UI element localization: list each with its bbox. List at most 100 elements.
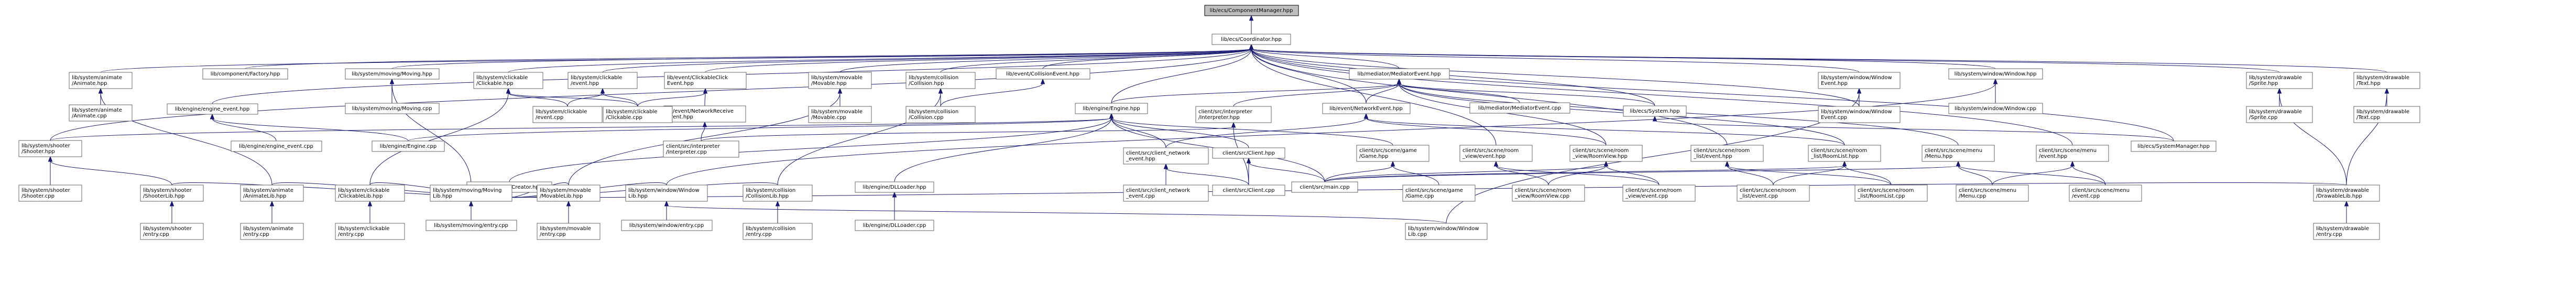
graph-node-evcoll[interactable]: lib/event/CollisionEvent.hpp bbox=[996, 68, 1090, 80]
graph-node-click-cpp[interactable]: lib/system/clickable/Clickable.cpp bbox=[603, 106, 673, 123]
graph-node-anim-entry[interactable]: lib/system/animate/entry.cpp bbox=[240, 223, 304, 240]
graph-node-draw-entry[interactable]: lib/system/drawable/entry.cpp bbox=[2313, 223, 2380, 240]
graph-node-main-cpp[interactable]: client/src/main.cpp bbox=[1291, 181, 1358, 193]
graph-node-rlistev-cpp[interactable]: client/src/scene/room_list/event.cpp bbox=[1737, 185, 1810, 202]
graph-node-interp-hpp[interactable]: client/src/interpreter/Interpreter.hpp bbox=[1195, 106, 1272, 123]
graph-node-system-hpp[interactable]: lib/ecs/System.hpp bbox=[1623, 105, 1687, 117]
graph-node-click-ev-cpp[interactable]: lib/system/clickable/event.cpp bbox=[532, 106, 603, 123]
graph-node-draw-sprite[interactable]: lib/system/drawable/Sprite.hpp bbox=[2246, 72, 2313, 89]
graph-node-game-hpp[interactable]: client/src/scene/game/Game.hpp bbox=[1356, 145, 1429, 162]
edge-arrowhead bbox=[1109, 113, 1114, 119]
dependency-edge bbox=[1548, 165, 1607, 186]
graph-node-colllib[interactable]: lib/system/collision/CollisionLib.hpp bbox=[743, 185, 813, 202]
graph-node-rlist-cpp[interactable]: client/src/scene/room_list/RoomList.cpp bbox=[1854, 185, 1928, 202]
edge-arrowhead bbox=[269, 200, 275, 207]
graph-node-moving-hpp[interactable]: lib/system/moving/Moving.hpp bbox=[345, 68, 440, 80]
graph-node-medev-cpp[interactable]: lib/mediator/MediatorEvent.cpp bbox=[1469, 102, 1570, 114]
node-label-line: /entry.cpp bbox=[2316, 232, 2342, 237]
graph-node-menuev-cpp[interactable]: client/src/scene/menu/event.cpp bbox=[2069, 185, 2142, 202]
graph-node-root: lib/ecs/ComponentManager.hpp bbox=[1204, 5, 1299, 16]
graph-node-movable-hpp[interactable]: lib/system/movable/Movable.hpp bbox=[808, 72, 872, 89]
graph-node-click-hpp[interactable]: lib/system/clickable/Clickable.hpp bbox=[473, 72, 543, 89]
graph-node-clicklib[interactable]: lib/system/clickable/ClickableLib.hpp bbox=[335, 185, 405, 202]
graph-node-roomview-cpp[interactable]: client/src/scene/room_view/RoomView.cpp bbox=[1512, 185, 1585, 202]
node-label-line: /Sprite.cpp bbox=[2249, 115, 2277, 121]
nodes-layer: lib/ecs/ComponentManager.hpp lib/ecs/Coor… bbox=[18, 5, 2420, 240]
graph-node-shooter-hpp[interactable]: lib/system/shooter/Shooter.hpp bbox=[18, 140, 82, 157]
graph-node-client-cpp[interactable]: client/src/Client.cpp bbox=[1212, 185, 1285, 196]
graph-node-engev-cpp[interactable]: lib/engine/engine_event.cpp bbox=[231, 140, 322, 152]
graph-node-coord[interactable]: lib/ecs/Coordinator.hpp bbox=[1211, 34, 1291, 45]
node-box bbox=[1322, 103, 1411, 114]
graph-node-coll-entry[interactable]: lib/system/collision/entry.cpp bbox=[743, 223, 813, 240]
node-label-line: /Menu.cpp bbox=[1959, 193, 1986, 199]
graph-node-moving-cpp[interactable]: lib/system/moving/Moving.cpp bbox=[345, 103, 440, 114]
node-box bbox=[1402, 185, 1476, 202]
graph-node-win-hpp[interactable]: lib/system/window/Window.hpp bbox=[1948, 68, 2043, 80]
graph-node-drawlib[interactable]: lib/system/drawable/DrawableLib.hpp bbox=[2313, 185, 2380, 202]
graph-node-sysmgr[interactable]: lib/ecs/SystemManager.hpp bbox=[2131, 140, 2217, 152]
graph-node-roomev-hpp[interactable]: client/src/scene/room_view/event.hpp bbox=[1459, 145, 1533, 162]
node-box bbox=[167, 103, 258, 115]
graph-node-click-entry[interactable]: lib/system/clickable/entry.cpp bbox=[335, 223, 405, 240]
graph-node-draw-text[interactable]: lib/system/drawable/Text.hpp bbox=[2353, 72, 2420, 89]
graph-node-shooterlib[interactable]: lib/system/shooter/ShooterLib.hpp bbox=[140, 185, 204, 202]
node-label-line: lib/mediator/MediatorEvent.cpp bbox=[1478, 105, 1561, 111]
graph-node-anim-cpp[interactable]: lib/system/animate/Animate.cpp bbox=[69, 104, 133, 122]
node-label-line: /Collision.cpp bbox=[909, 115, 944, 121]
graph-node-menu-hpp[interactable]: client/src/scene/menu/Menu.hpp bbox=[1922, 145, 1995, 162]
graph-node-compfact[interactable]: lib/component/Factory.hpp bbox=[202, 68, 288, 80]
graph-node-roomev-cpp[interactable]: client/src/scene/room_view/event.cpp bbox=[1622, 185, 1696, 202]
graph-node-rlistev-hpp[interactable]: client/src/scene/room_list/event.hpp bbox=[1690, 145, 1764, 162]
node-label-line: lib/system/movable bbox=[811, 109, 863, 115]
node-box bbox=[1212, 185, 1285, 196]
graph-node-clickev-hpp[interactable]: lib/system/clickable/event.hpp bbox=[567, 72, 638, 89]
graph-node-menuev-hpp[interactable]: client/src/scene/menu/event.hpp bbox=[2036, 145, 2109, 162]
graph-node-coll-hpp[interactable]: lib/system/collision/Collision.hpp bbox=[905, 72, 976, 89]
graph-node-movable-cpp[interactable]: lib/system/movable/Movable.cpp bbox=[808, 106, 872, 123]
node-box bbox=[743, 223, 813, 240]
graph-node-engine-hpp[interactable]: lib/engine/Engine.hpp bbox=[1075, 103, 1148, 114]
graph-node-cnetev-cpp[interactable]: client/src/client_network_event.cpp bbox=[1123, 185, 1209, 202]
node-label-line: lib/system/animate bbox=[72, 75, 122, 81]
graph-node-coll-cpp[interactable]: lib/system/collision/Collision.cpp bbox=[905, 106, 976, 123]
graph-node-win-cpp[interactable]: lib/system/window/Window.cpp bbox=[1948, 103, 2043, 114]
graph-node-engine-cpp[interactable]: lib/engine/Engine.cpp bbox=[372, 140, 445, 152]
graph-node-moving-entry[interactable]: lib/system/moving/entry.cpp bbox=[425, 220, 517, 231]
graph-node-interp-cpp[interactable]: client/src/interpreter/Interpreter.cpp bbox=[663, 140, 739, 158]
node-label-line: Event.hpp bbox=[667, 114, 693, 120]
graph-node-win-entry[interactable]: lib/system/window/entry.cpp bbox=[621, 220, 713, 231]
node-box bbox=[2313, 185, 2380, 202]
graph-node-engev-hpp[interactable]: lib/engine/engine_event.hpp bbox=[167, 103, 258, 115]
node-label-line: lib/system/movable bbox=[540, 188, 591, 193]
graph-node-animlib[interactable]: lib/system/animate/AnimateLib.hpp bbox=[240, 185, 304, 202]
node-box bbox=[1459, 145, 1533, 162]
graph-node-client-hpp[interactable]: client/src/Client.hpp bbox=[1212, 147, 1285, 159]
graph-node-movablelib[interactable]: lib/system/movable/MovableLib.hpp bbox=[537, 185, 601, 202]
graph-node-dlloader[interactable]: lib/engine/DLLoader.hpp bbox=[855, 181, 934, 193]
graph-node-sprite-cpp[interactable]: lib/system/drawable/Sprite.cpp bbox=[2246, 106, 2313, 123]
graph-node-game-cpp[interactable]: client/src/scene/game/Game.cpp bbox=[1402, 185, 1476, 202]
graph-node-menu-cpp[interactable]: client/src/scene/menu/Menu.cpp bbox=[1956, 185, 2029, 202]
node-box bbox=[664, 72, 747, 89]
graph-node-evnet[interactable]: lib/event/NetworkEvent.hpp bbox=[1322, 103, 1411, 114]
graph-node-movable-entry[interactable]: lib/system/movable/entry.cpp bbox=[537, 223, 601, 240]
node-label-line: Lib.hpp bbox=[433, 193, 452, 199]
graph-node-rlist-hpp[interactable]: client/src/scene/room_list/RoomList.hpp bbox=[1808, 145, 1881, 162]
graph-node-text-cpp[interactable]: lib/system/drawable/Text.cpp bbox=[2353, 106, 2420, 123]
graph-node-cnetev-hpp[interactable]: client/src/client_network_event.hpp bbox=[1123, 147, 1209, 165]
graph-node-dlloader-cpp[interactable]: lib/engine/DLLoader.cpp bbox=[855, 220, 934, 231]
graph-node-shooter-cpp[interactable]: lib/system/shooter/Shooter.cpp bbox=[18, 185, 82, 202]
graph-node-shooter-entry[interactable]: lib/system/shooter/entry.cpp bbox=[140, 223, 204, 240]
node-label-line: client/src/scene/room bbox=[1462, 148, 1519, 154]
graph-node-anim-hpp[interactable]: lib/system/animate/Animate.hpp bbox=[69, 72, 133, 89]
graph-node-medev-hpp[interactable]: lib/mediator/MediatorEvent.hpp bbox=[1349, 68, 1450, 80]
graph-node-roomview-hpp[interactable]: client/src/scene/room_view/RoomView.hpp bbox=[1569, 145, 1643, 162]
